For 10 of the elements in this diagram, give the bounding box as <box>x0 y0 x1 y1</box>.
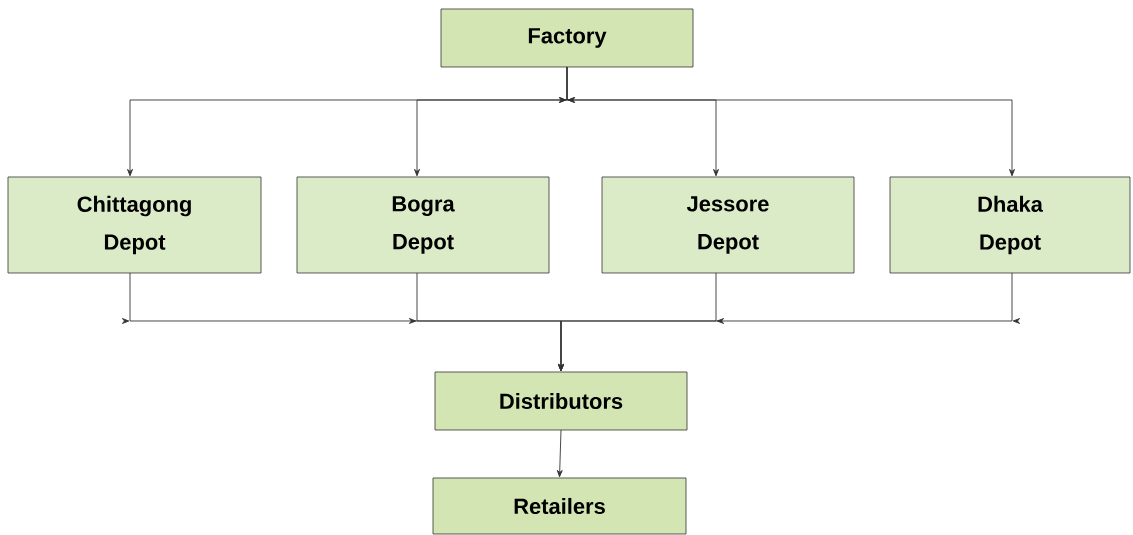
depot-box: Jessore Depot <box>601 176 855 274</box>
depot-box: Chittagong Depot <box>7 176 262 274</box>
process-box: Retailers <box>432 477 687 535</box>
arrow <box>556 429 563 478</box>
depot-box: Dhaka Depot <box>889 176 1131 274</box>
process-box: Distributors <box>434 371 688 431</box>
process-box: Factory <box>440 8 694 68</box>
arrow <box>558 66 1015 177</box>
depot-box: Bogra Depot <box>296 176 550 274</box>
arrow <box>558 272 1021 372</box>
